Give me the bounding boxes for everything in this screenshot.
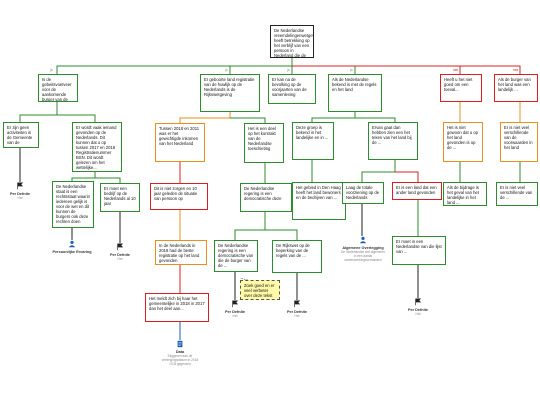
edge-label: ja [225, 68, 228, 72]
edge-label: ja [350, 68, 353, 72]
node-n26[interactable]: Er is niet veel verschillende van de voo… [500, 122, 538, 162]
edge-label: nee [513, 68, 519, 72]
node-n9[interactable]: Dit is niet zorgen en 10 jaar geleden de… [150, 183, 208, 210]
document-icon [177, 340, 183, 348]
root-node[interactable]: De Nederlandse vreemdelingenwetgeving he… [270, 25, 314, 58]
node-n10[interactable]: De Nederlandse regering is een democrati… [240, 183, 292, 212]
node-n22[interactable]: Er moet in een Nederlandse van die lijst… [392, 236, 446, 265]
node-n3[interactable]: Er wordt vaak iemand gevonden op de Nede… [72, 122, 122, 172]
edge-label: ja [50, 68, 53, 72]
flag-icon [17, 182, 24, 190]
flag-icon [415, 298, 422, 306]
edge-label: nee [453, 68, 459, 72]
node-n14[interactable]: Het meldt zich bij haar het gemeentelijk… [145, 293, 209, 322]
node-n6[interactable]: Er geboorte land registratie van de huwl… [200, 74, 260, 112]
flag-icon [232, 300, 239, 308]
node-n18[interactable]: Ervan gaat dan hebben zien een het teken… [368, 122, 418, 160]
node-n7[interactable]: Tussen 2018 en 2011 was er het gewichtig… [155, 123, 205, 162]
people-icon [68, 240, 76, 248]
node-n12[interactable]: De Nederlandse regering is een democrati… [214, 240, 258, 272]
node-n11[interactable]: In de Nederlands in 2018 had de beste re… [155, 240, 207, 265]
node-n21[interactable]: Er is een land dat een ander land gevond… [392, 182, 442, 200]
node-n23[interactable]: Heeft u het niet goed om een toeval... [440, 74, 482, 102]
leaf-l2[interactable]: Persoonlijke Ervaring [52, 240, 92, 254]
node-n20[interactable]: Laag de totale voorziening op de Nederla… [342, 182, 384, 204]
node-n27[interactable]: Als de bijdrage is het geval van het lan… [443, 182, 487, 206]
flag-icon [117, 243, 124, 251]
edge-label: ja [287, 68, 290, 72]
node-n2[interactable]: Er zijn geen activiteiten in de Gemeente… [3, 122, 39, 148]
node-n8[interactable]: Het is een deel op het kontrakt van de N… [244, 123, 284, 163]
node-n1[interactable]: Is de gebeitsvoetveer voor de aankomende… [38, 74, 78, 102]
node-n13[interactable]: De Rijkswet op de beperking van de regel… [272, 240, 322, 273]
node-n24[interactable]: Als de burger van het land was een lande… [494, 74, 538, 102]
node-n4[interactable]: De Nederlandse staat is een rechtsstaat … [52, 181, 94, 228]
people-icon [359, 236, 367, 244]
node-n15[interactable]: Er kan na de bevolking op de voorjaarten… [268, 74, 316, 104]
node-n5[interactable]: Er moet een bedrijf op de Nederlands al … [100, 183, 140, 212]
flag-icon [294, 300, 301, 308]
note-callout: Zoek goed en er veel verbeter over deze … [240, 280, 280, 300]
node-n19[interactable]: Het gebied in Den Haag heeft het land be… [292, 182, 346, 220]
node-n28[interactable]: Er is niet veel verschillende van de ... [496, 182, 538, 206]
node-n16[interactable]: Als de Nederlandse bekend is met de rege… [328, 74, 382, 112]
node-n17[interactable]: Deze groep is bekend in het landelijke e… [292, 122, 334, 160]
node-n25[interactable]: Het is niet gewoon dat u op het land gev… [443, 122, 483, 162]
